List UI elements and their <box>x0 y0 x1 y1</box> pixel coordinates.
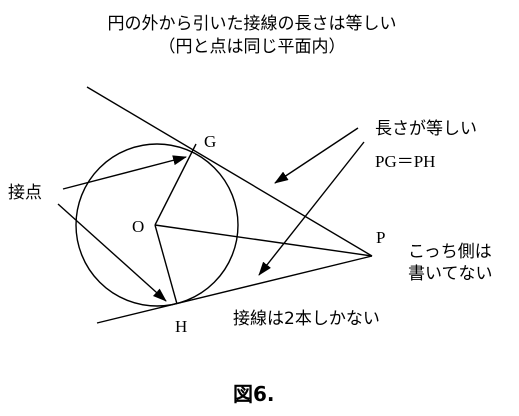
figure-caption: 図6. <box>233 382 275 406</box>
radius-oh <box>154 224 178 305</box>
equal-length-label: 長さが等しい <box>375 119 477 139</box>
arrow-equal-to-lower-tangent <box>258 141 365 276</box>
equation-label: PG＝PH <box>375 152 435 171</box>
arrow-contact-to-g <box>62 155 187 190</box>
tangent-line-upper <box>86 86 373 257</box>
point-label-o: O <box>132 217 144 236</box>
arrow-contact-to-h <box>57 203 167 302</box>
title-line-1: 円の外から引いた接線の長さは等しい <box>108 14 397 34</box>
point-label-h: H <box>175 317 187 336</box>
point-label-g: G <box>204 132 216 151</box>
title-line-2: （円と点は同じ平面内） <box>159 37 346 57</box>
tangent-line-lower <box>96 255 373 324</box>
radius-og <box>154 143 197 226</box>
other-side-label-line-2: 書いてない <box>408 264 493 284</box>
segment-op <box>154 224 373 257</box>
other-side-label-line-1: こっち側は <box>408 242 492 262</box>
two-tangents-label: 接線は2本しかない <box>233 309 380 329</box>
arrow-equal-to-upper-tangent <box>274 127 359 184</box>
circle <box>75 143 239 307</box>
contact-point-label: 接点 <box>8 183 42 203</box>
point-label-p: P <box>376 228 385 247</box>
